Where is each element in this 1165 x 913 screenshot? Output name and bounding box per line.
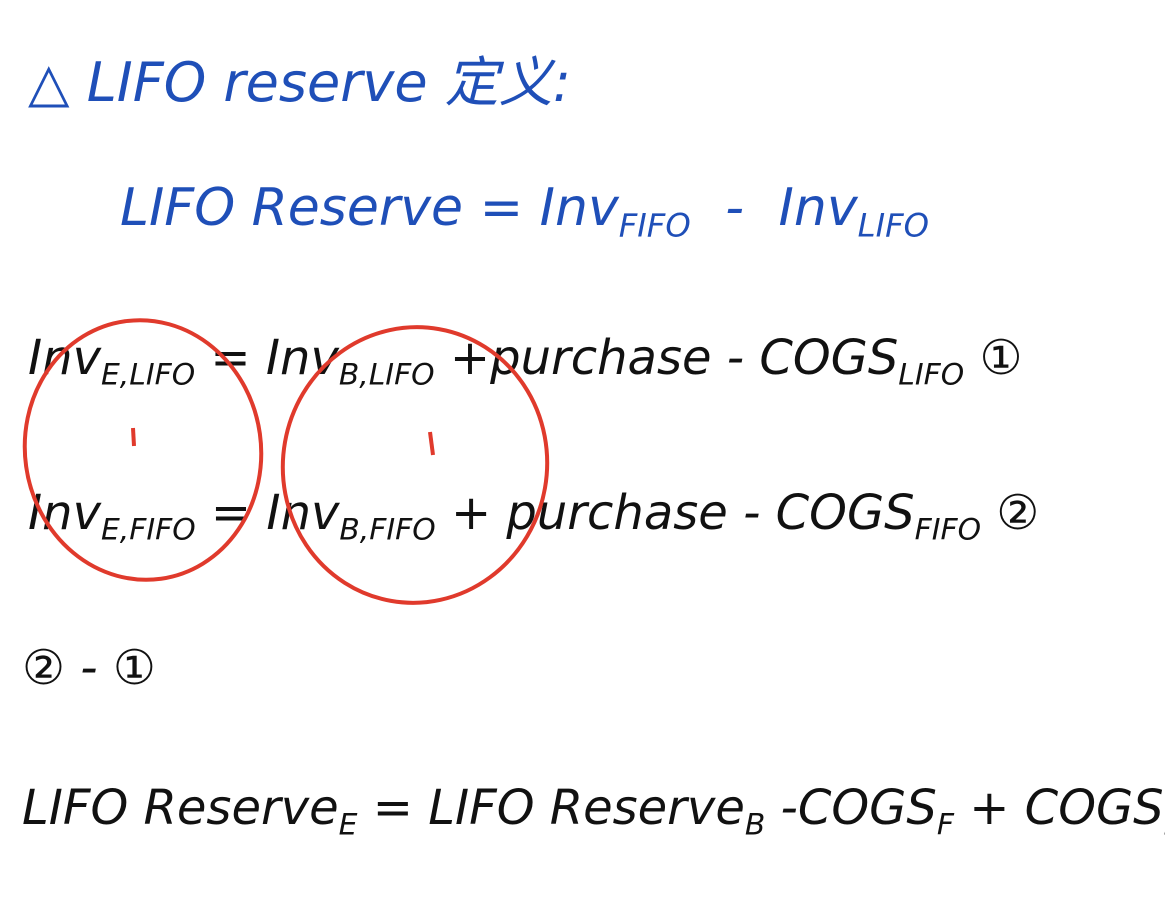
def-minus: - bbox=[725, 178, 745, 238]
final-r1-sub: B bbox=[744, 807, 766, 843]
eq1-marker: ① bbox=[979, 330, 1023, 386]
final-r3-sub: L bbox=[1164, 807, 1165, 842]
step-subtract: ② - ① bbox=[22, 640, 156, 696]
def-term2-sub: LIFO bbox=[857, 206, 930, 245]
final-lhs: LIFO Reserve bbox=[22, 780, 339, 836]
final-r2: -COGS bbox=[780, 780, 937, 836]
equation-lifo: InvE,LIFO = InvB,LIFO +purchase - COGSLI… bbox=[28, 330, 1022, 392]
eq2-rest: + purchase - COGS bbox=[450, 485, 915, 541]
def-eq: = bbox=[479, 178, 524, 238]
final-formula: LIFO ReserveE = LIFO ReserveB -COGSF + C… bbox=[22, 780, 1165, 842]
equation-fifo: InvE,FIFO = InvB,FIFO + purchase - COGSF… bbox=[28, 485, 1039, 547]
definition-formula: LIFO Reserve = InvFIFO - InvLIFO bbox=[120, 178, 929, 244]
eq2-marker: ② bbox=[996, 485, 1040, 541]
final-eq: = bbox=[372, 780, 413, 836]
def-term2: Inv bbox=[778, 178, 858, 238]
red-tick-left bbox=[131, 427, 136, 447]
eq1-begin-sub: B,LIFO bbox=[338, 357, 435, 393]
eq1-lhs: Inv bbox=[28, 330, 101, 386]
heading: △ LIFO reserve 定义: bbox=[28, 51, 571, 114]
final-r3: + COGS bbox=[969, 780, 1164, 836]
eq2-begin-sub: B,FIFO bbox=[339, 512, 436, 548]
def-term1: Inv bbox=[539, 178, 619, 238]
eq1-rest-sub: LIFO bbox=[898, 357, 965, 393]
final-r2-sub: F bbox=[936, 807, 954, 843]
eq1-rest: +purchase - COGS bbox=[449, 330, 899, 386]
def-term1-sub: FIFO bbox=[618, 206, 691, 245]
eq2-lhs: Inv bbox=[28, 485, 101, 541]
def-lhs: LIFO Reserve bbox=[120, 178, 464, 238]
eq1-begin: Inv bbox=[265, 330, 339, 386]
eq1-lhs-sub: E,LIFO bbox=[100, 357, 196, 393]
eq2-begin: Inv bbox=[266, 485, 340, 541]
eq2-lhs-sub: E,FIFO bbox=[100, 512, 196, 548]
red-tick-right bbox=[428, 431, 435, 456]
final-r1: LIFO Reserve bbox=[428, 780, 745, 836]
eq2-rest-sub: FIFO bbox=[914, 512, 982, 548]
eq1-eq: = bbox=[210, 330, 251, 386]
final-lhs-sub: E bbox=[338, 807, 358, 843]
eq2-eq: = bbox=[210, 485, 252, 541]
